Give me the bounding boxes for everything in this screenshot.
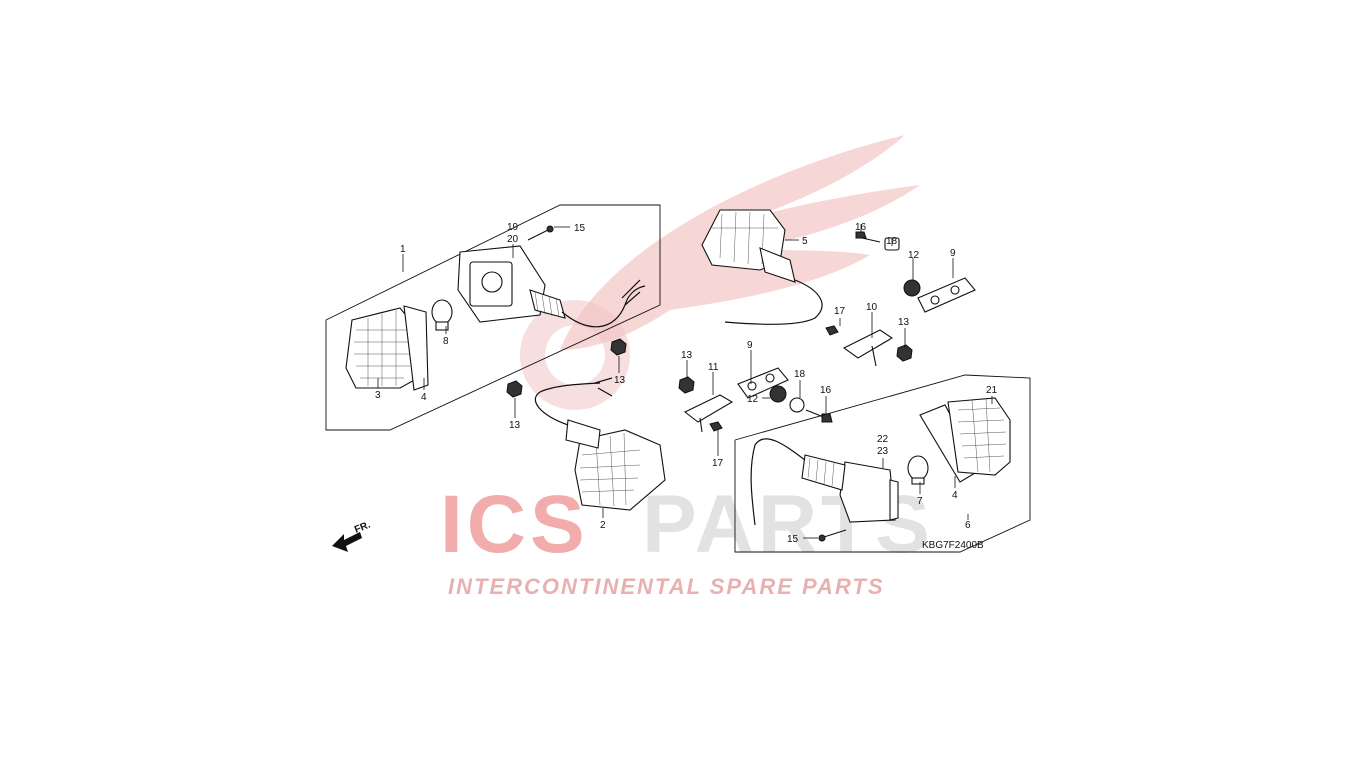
grommet-part-12b [769,385,787,403]
leader-lines [377,224,993,539]
callout-13c: 13 [898,317,910,328]
bracket-part-10 [842,329,894,367]
housing-part-22-23 [801,454,899,523]
wire-right-lower [750,438,806,526]
callout-5: 5 [802,236,808,247]
callout-12a: 12 [908,250,920,261]
nut-part-13c [896,344,913,362]
grommet-part-12a [903,279,921,297]
callout-2: 2 [600,520,606,531]
callout-9a: 9 [950,248,956,259]
callout-8: 8 [443,336,449,347]
stay-part-9b [737,367,789,399]
callout-4a: 4 [421,392,427,403]
callout-23: 23 [877,446,889,457]
wire-left-upper [561,285,646,328]
callout-18b: 18 [794,369,806,380]
bolt-part-17a [825,325,839,336]
callout-13d: 13 [681,350,693,361]
callout-16b: 16 [820,385,832,396]
lens-part-21 [947,397,1011,476]
callout-10: 10 [866,302,878,313]
bulb-part-8 [431,299,453,331]
nut-part-13d [678,376,695,394]
stay-part-9a [917,277,976,313]
diagram-code: KBG7F2400B [922,540,984,551]
callout-18a: 18 [886,236,898,247]
callout-3: 3 [375,390,381,401]
indicator-part-2 [565,419,666,511]
front-direction-label: FR. [353,519,372,535]
lens-part-3 [345,307,419,389]
brand-red: ICS [440,479,589,570]
callouts: 1 19 20 15 8 3 4 13 13 2 5 16 18 12 9 17… [375,222,998,545]
callout-13a: 13 [614,375,626,386]
gasket-part-4a [403,305,429,391]
callout-17b: 17 [712,458,724,469]
callout-16a: 16 [855,222,867,233]
wire-left-lower [534,382,601,426]
callout-21: 21 [986,385,998,396]
bolt-part-16a [855,231,881,243]
bulb-part-7 [907,455,929,485]
callout-12b: 12 [747,394,759,405]
bracket-part-11 [683,394,734,433]
tagline: INTERCONTINENTAL SPARE PARTS [448,574,885,599]
callout-7: 7 [917,496,923,507]
callout-1: 1 [400,244,406,255]
callout-22: 22 [877,434,889,445]
indicator-part-5 [701,209,796,283]
callout-19: 19 [507,222,519,233]
front-direction-arrow: FR. [332,519,372,552]
collar-part-18b [789,397,805,413]
screw-part-15b [818,529,847,542]
callout-15b: 15 [787,534,799,545]
callout-20: 20 [507,234,519,245]
wire-left-upper-b [621,279,641,306]
gear-logo [520,300,630,410]
bolt-part-17b [709,421,723,432]
wire-right-upper [724,279,823,325]
wire-left-lower-b [594,377,613,397]
nut-part-13b [506,380,523,398]
callout-6: 6 [965,520,971,531]
screw-part-15a [527,225,554,241]
callout-4b: 4 [952,490,958,501]
callout-13b: 13 [509,420,521,431]
callout-11: 11 [708,362,719,373]
frame-right-assembly [734,374,1031,553]
callout-15a: 15 [574,223,586,234]
callout-9b: 9 [747,340,753,351]
frame-left-assembly [325,204,661,431]
callout-17a: 17 [834,306,846,317]
nut-part-13a [610,338,627,356]
housing-part-19-20 [457,245,566,323]
